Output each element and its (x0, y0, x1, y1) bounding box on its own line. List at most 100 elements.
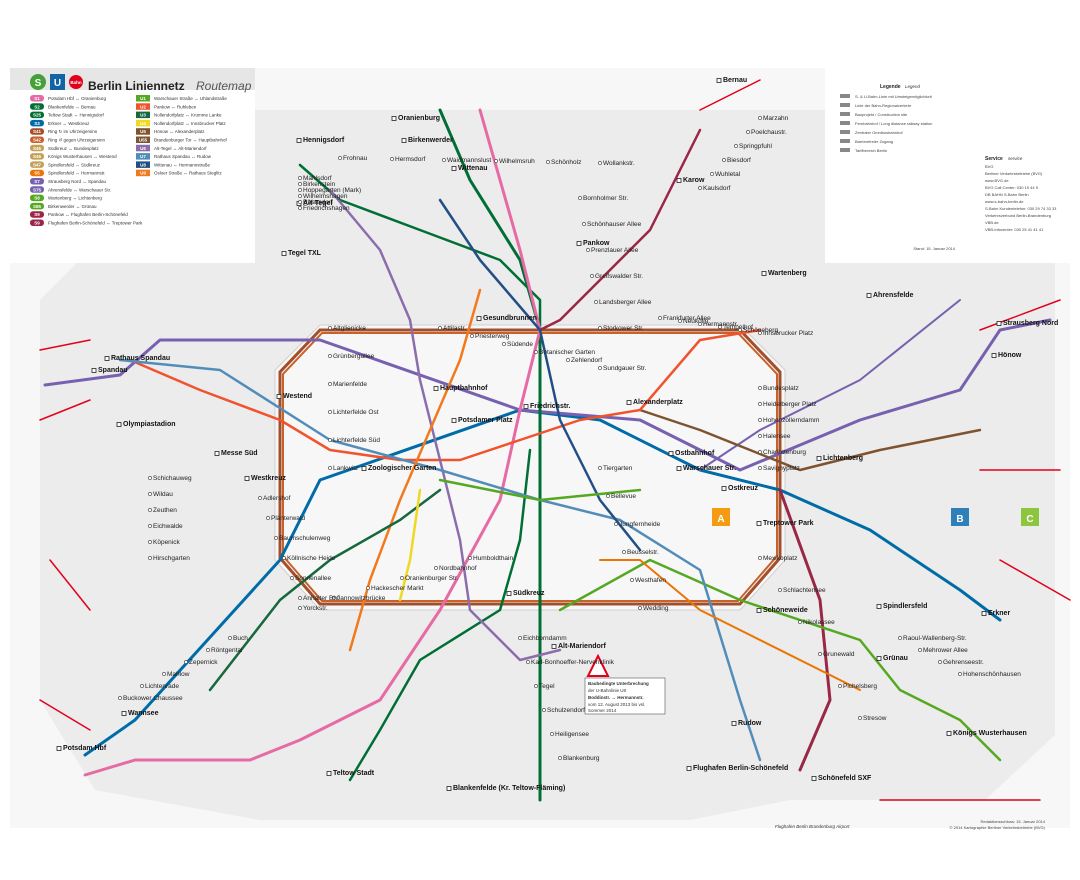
s-line-badge-label: S41 (33, 129, 42, 134)
station-marker-minor (578, 196, 582, 200)
notice-line2: Boddinstr. ↔ Hermannstr. (588, 695, 644, 700)
station-label-major: Strausberg Nord (1003, 320, 1058, 327)
station-label: Hermsdorf (395, 156, 426, 163)
station-marker-minor (148, 508, 152, 512)
station-label: Storkower Str. (603, 325, 644, 332)
station-marker-minor (442, 158, 446, 162)
line-s9 (778, 488, 832, 772)
station-label: Landsberger Allee (599, 299, 652, 306)
notice-line3: vom 12. August 2013 bis vsl. (588, 702, 645, 707)
station-marker (296, 138, 302, 143)
station-label: Sonnenallee (295, 575, 332, 582)
s-line-badge (30, 194, 44, 202)
station-marker-minor (558, 756, 562, 760)
legend-swatch (840, 130, 850, 134)
station-label: Hirschgarten (153, 555, 190, 562)
station-marker-minor (958, 672, 962, 676)
station-marker-minor (148, 540, 152, 544)
station-marker (996, 321, 1002, 326)
station-label: Lichterfelde Ost (333, 409, 379, 416)
station-label-major: Hauptbahnhof (440, 385, 488, 392)
station-marker (326, 771, 332, 776)
line-u5 (638, 408, 982, 472)
u-line-route: Pankow ↔ Ruhleben (154, 104, 197, 109)
station-marker-minor (918, 648, 922, 652)
s-line-route: Pankow ↔ Flughafen Berlin-Schönefeld (48, 212, 128, 217)
station-marker-minor (758, 386, 762, 390)
zone-b-letter: B (956, 514, 963, 525)
zone-b-badge (951, 508, 969, 526)
station-marker-minor (338, 156, 342, 160)
u-line-badge-label: U4 (140, 121, 146, 126)
station-marker-minor (638, 606, 642, 610)
station-label: Hohenschönhausen (963, 671, 1021, 678)
line-s7 (43, 318, 1052, 472)
station-label-major: Ostkreuz (728, 485, 758, 492)
station-label: Nordbahnhof (439, 565, 477, 572)
legend-swatch (840, 148, 850, 152)
station-label: Karl-Bonhoeffer-Nervenklinik (531, 659, 615, 666)
station-label-major: Gesundbrunnen (483, 315, 537, 322)
station-label: Wuhletal (715, 171, 741, 178)
line-u2 (128, 328, 762, 462)
station-label: Grünbergallee (333, 353, 375, 360)
s-line-route: Südkreuz ↔ Bundesplatz (48, 146, 100, 151)
station-marker-minor (502, 342, 506, 346)
s-line-route: Flughafen Berlin-Schönefeld ↔ Treptower … (48, 221, 143, 226)
station-marker-minor (590, 274, 594, 278)
s-line-badge (30, 111, 44, 119)
s-line-route: Spindlersfeld ↔ Südkreuz (48, 162, 101, 167)
station-marker-minor (734, 144, 738, 148)
station-marker (121, 711, 127, 716)
u-line-route: Nollendorfplatz ↔ Krumme Lanke (154, 113, 222, 118)
station-marker (876, 656, 882, 661)
station-marker-minor (438, 326, 442, 330)
station-label-major: Grünau (883, 655, 908, 662)
station-marker-minor (818, 652, 822, 656)
u-line-badge-label: U8 (140, 162, 146, 167)
map-subtitle: Routemap (196, 79, 252, 93)
station-label: Westhafen (635, 577, 666, 584)
station-marker-minor (598, 466, 602, 470)
station-marker-minor (526, 660, 530, 664)
station-marker-minor (898, 636, 902, 640)
station-marker-minor (758, 331, 762, 335)
station-marker (668, 451, 674, 456)
station-marker-minor (298, 182, 302, 186)
u-line-route: Warschauer Straße ↔ Uhlandstraße (154, 96, 227, 101)
legend-swatch (840, 112, 850, 116)
station-label: Tiergarten (603, 465, 633, 472)
station-marker-minor (328, 438, 332, 442)
legend-item: Barrierefreier Zugang (855, 139, 893, 144)
station-label-major: Pankow (583, 240, 610, 247)
u-line-badge (136, 153, 150, 160)
station-label: Altglienicke (333, 325, 366, 332)
notice-title: Baubedingte Unterbrechung (588, 681, 649, 686)
station-label: Mexikoplatz (763, 555, 797, 562)
station-label-major: Rathaus Spandau (111, 355, 170, 362)
station-marker (761, 271, 767, 276)
station-label-major: Teltow Stadt (333, 770, 375, 777)
airport-label: Flughafen Berlin Brandenburg Airport (775, 824, 850, 829)
station-label: Adlershof (263, 495, 291, 502)
station-marker (721, 486, 727, 491)
station-label-major: Bernau (723, 77, 747, 84)
notice-line1: der U-Bahnlinie U8 (588, 688, 627, 693)
ring-line-s42 (282, 332, 778, 602)
station-label: Rahnsdorf (303, 199, 333, 206)
station-label-major: Hennigsdorf (303, 137, 345, 144)
u-line-badge (136, 103, 150, 110)
station-label: Wollankstr. (603, 160, 635, 167)
station-marker-minor (838, 684, 842, 688)
station-marker-minor (622, 550, 626, 554)
station-label-major: Oranienburg (398, 115, 440, 122)
station-marker (391, 116, 397, 121)
ring-line-s41 (278, 328, 782, 606)
station-marker (866, 293, 872, 298)
service-line: VBB-Infocenter: 030 25 41 41 41 (985, 227, 1044, 232)
station-marker-minor (148, 556, 152, 560)
s-line-route: Ring ↻ im Uhrzeigersinn (48, 129, 98, 134)
station-marker (506, 591, 512, 596)
